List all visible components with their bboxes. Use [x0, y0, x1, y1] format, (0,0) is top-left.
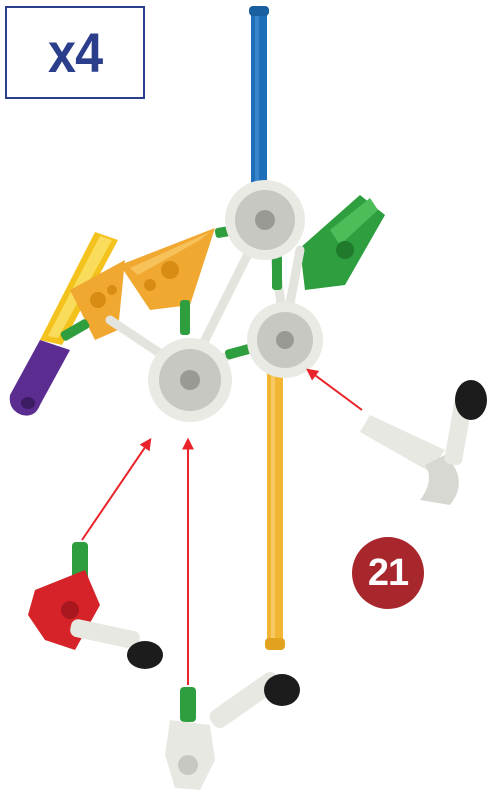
step-number: 21	[368, 552, 408, 595]
green-connector-right	[300, 195, 385, 290]
red-connector-assembly	[28, 542, 163, 669]
hub-connector-right	[247, 302, 323, 378]
arrow-right-leg	[308, 370, 362, 410]
step-number-badge: 21	[352, 537, 424, 609]
white-connector-assembly	[165, 669, 300, 790]
hub-connector-left	[148, 338, 232, 422]
blue-rod	[249, 6, 269, 188]
orange-connector-right	[120, 228, 215, 310]
purple-rod	[10, 340, 70, 416]
right-leg-assembly	[360, 380, 487, 505]
yellow-rod	[265, 360, 285, 650]
arrow-red-connector	[82, 440, 150, 540]
hub-connector-top	[225, 180, 305, 260]
